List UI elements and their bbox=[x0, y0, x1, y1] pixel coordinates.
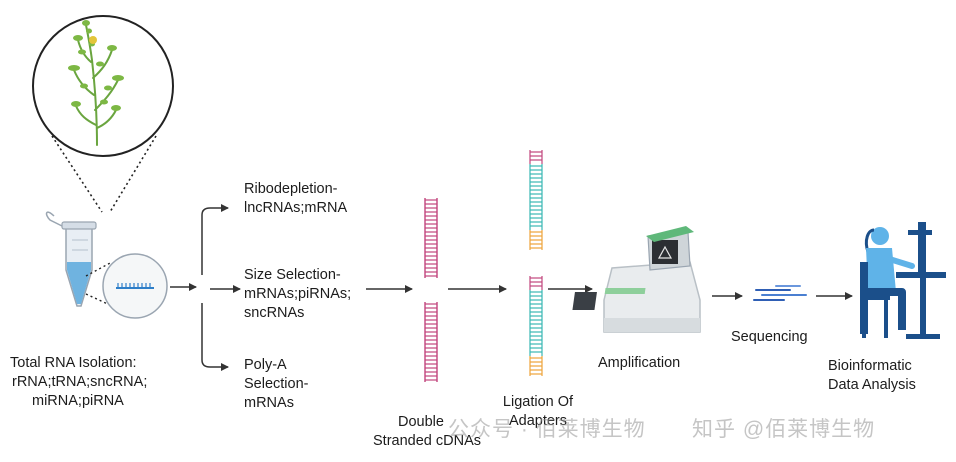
ligation-label: Ligation Of Adapters bbox=[502, 394, 574, 429]
size-selection-label: Size Selection- mRNAs;piRNAs; sncRNAs bbox=[244, 267, 352, 321]
person-computer-icon bbox=[860, 222, 946, 339]
branch-arrows bbox=[170, 204, 853, 371]
cdna-ladder-bottom bbox=[424, 302, 438, 382]
amplification-label: Amplification bbox=[598, 355, 681, 371]
double-stranded-label: Double Stranded cDNAs bbox=[373, 414, 481, 449]
total-rna-label: Total RNA Isolation: rRNA;tRNA;sncRNA; m… bbox=[10, 355, 148, 409]
cdna-ladder-top bbox=[424, 198, 438, 278]
adapter-ladder-bottom bbox=[529, 276, 543, 376]
plant-circle bbox=[32, 15, 174, 157]
pcr-machine-icon bbox=[572, 226, 701, 333]
watermark-right: 知乎 @佰莱博生物 bbox=[692, 418, 876, 441]
polya-label: Poly-A Selection- mRNAs bbox=[244, 357, 309, 411]
adapter-ladder-top bbox=[529, 150, 543, 250]
plant-icon bbox=[73, 24, 119, 146]
sequencing-label: Sequencing bbox=[731, 329, 808, 345]
watermark-left: 公众号 · 佰莱博生物 bbox=[448, 418, 646, 441]
bioinformatic-label: Bioinformatic Data Analysis bbox=[828, 358, 916, 393]
tube-icon bbox=[45, 211, 97, 307]
flower-icon bbox=[89, 36, 97, 44]
sequencing-reads-icon bbox=[753, 285, 807, 301]
zoom-lines bbox=[51, 135, 157, 213]
plant-leaves bbox=[68, 20, 124, 111]
rna-magnifier bbox=[102, 253, 168, 319]
ribodepletion-label: Ribodepletion- lncRNAs;mRNA bbox=[244, 181, 348, 216]
